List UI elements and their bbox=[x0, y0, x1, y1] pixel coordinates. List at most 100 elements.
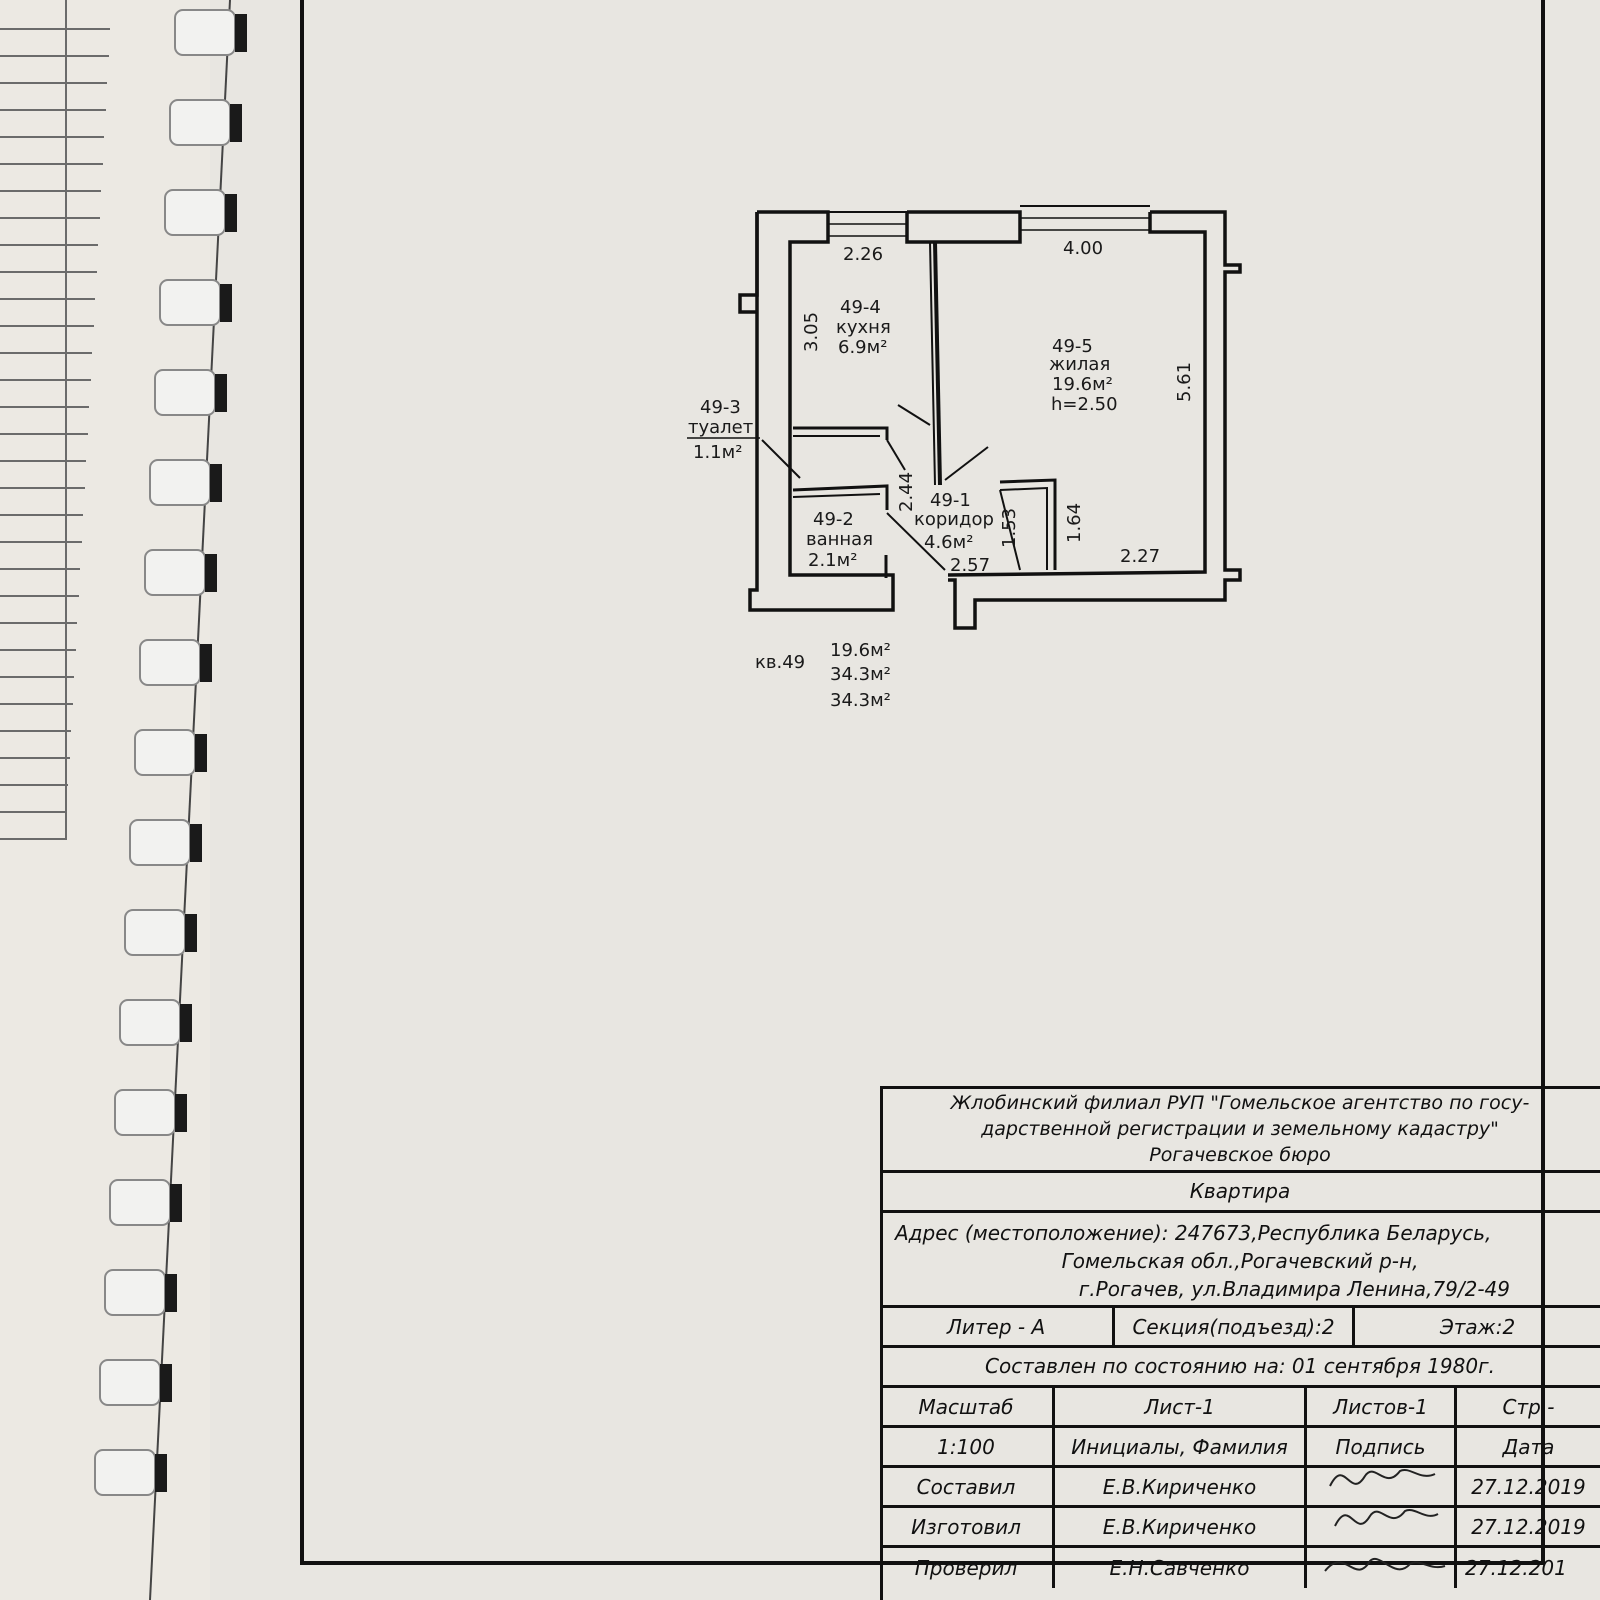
sign-date: 27.12.201 bbox=[1465, 1556, 1567, 1580]
ruled-line bbox=[0, 568, 80, 570]
binding-ring bbox=[159, 279, 232, 326]
liter-row: Литер - А Секция(подъезд):2 Этаж:2 bbox=[880, 1308, 1600, 1348]
sign-date: 27.12.2019 bbox=[1471, 1514, 1586, 1539]
ruled-line bbox=[0, 82, 107, 84]
subheader-cell: Инициалы, Фамилия bbox=[1055, 1428, 1307, 1465]
ruled-line bbox=[0, 460, 86, 462]
binding-ring bbox=[174, 9, 247, 56]
title-block: Жлобинский филиал РУП "Гомельское агентс… bbox=[880, 1086, 1600, 1600]
ruled-line bbox=[0, 244, 98, 246]
ruled-line bbox=[0, 433, 88, 435]
ruled-line bbox=[0, 487, 85, 489]
header-cell: Стр.- bbox=[1502, 1394, 1555, 1419]
person-name: Е.В.Кириченко bbox=[1055, 1508, 1307, 1545]
ruled-border bbox=[65, 0, 67, 840]
scale-value: 1:100 bbox=[880, 1428, 1055, 1465]
binding-ring bbox=[124, 909, 197, 956]
address-line: г.Рогачев, ул.Владимира Ленина,79/2-49 bbox=[1078, 1277, 1510, 1301]
header-row: Масштаб Лист-1 Листов-1 Стр.- bbox=[880, 1388, 1600, 1428]
ruled-line bbox=[0, 838, 65, 840]
role: Изготовил bbox=[880, 1508, 1055, 1545]
ruled-line bbox=[0, 109, 106, 111]
binding-ring bbox=[164, 189, 237, 236]
dim-label: 5.61 bbox=[1174, 362, 1195, 402]
room-id: 49-4 bbox=[840, 297, 881, 318]
org-line: дарственной регистрации и земельному кад… bbox=[981, 1118, 1499, 1140]
room-area: 19.6м² bbox=[1052, 374, 1113, 395]
total-area: 34.3м² bbox=[830, 690, 891, 711]
compiled-date: Составлен по состоянию на: 01 сентября 1… bbox=[880, 1348, 1600, 1388]
ruled-line bbox=[0, 757, 70, 759]
binding-ring bbox=[104, 1269, 177, 1316]
room-area: 2.1м² bbox=[808, 550, 857, 571]
apartment-label: кв.49 bbox=[755, 652, 805, 673]
room-area: 1.1м² bbox=[693, 442, 742, 463]
drawing-frame bbox=[300, 0, 1545, 1565]
dim-label: 4.00 bbox=[1063, 238, 1103, 259]
binding-ring bbox=[119, 999, 192, 1046]
room-id: 49-2 bbox=[813, 509, 854, 530]
binding-ring bbox=[94, 1449, 167, 1496]
object-type: Квартира bbox=[880, 1173, 1600, 1213]
role: Составил bbox=[880, 1468, 1055, 1505]
address-line: Адрес (местоположение): 247673,Республик… bbox=[895, 1221, 1492, 1245]
dim-label: 1.53 bbox=[999, 508, 1020, 548]
left-page bbox=[0, 0, 235, 1600]
org-line: Рогачевское бюро bbox=[1149, 1144, 1331, 1166]
plan-labels: 2.26 4.00 3.05 5.61 2.44 1.53 1.64 2.57 … bbox=[688, 238, 1195, 711]
room-name: ванная bbox=[806, 529, 873, 550]
ruled-line bbox=[0, 514, 83, 516]
dim-label: 2.44 bbox=[896, 472, 917, 512]
room-id: 49-5 bbox=[1052, 336, 1093, 357]
binding-ring bbox=[99, 1359, 172, 1406]
person-name: Е.В.Кириченко bbox=[1055, 1468, 1307, 1505]
binding-ring bbox=[139, 639, 212, 686]
ruled-line bbox=[0, 190, 101, 192]
liter: Литер - А bbox=[880, 1308, 1115, 1345]
subheader-cell: Дата bbox=[1502, 1434, 1555, 1459]
sign-date: 27.12.2019 bbox=[1471, 1474, 1586, 1499]
binding-ring bbox=[154, 369, 227, 416]
dim-label: 1.64 bbox=[1064, 503, 1085, 543]
floor-plan: 2.26 4.00 3.05 5.61 2.44 1.53 1.64 2.57 … bbox=[687, 205, 1242, 711]
total-area: 19.6м² bbox=[830, 640, 891, 661]
sign-row: Проверил Е.Н.Савченко 27.12.201 bbox=[880, 1548, 1600, 1600]
ruled-line bbox=[0, 541, 82, 543]
subheader-row: 1:100 Инициалы, Фамилия Подпись Дата bbox=[880, 1428, 1600, 1468]
room-area: 6.9м² bbox=[838, 337, 887, 358]
binding-ring bbox=[109, 1179, 182, 1226]
ruled-line bbox=[0, 28, 110, 30]
ruled-line bbox=[0, 136, 104, 138]
sign-row: Изготовил Е.В.Кириченко 27.12.2019 bbox=[880, 1508, 1600, 1548]
ruled-line bbox=[0, 595, 79, 597]
binding-ring bbox=[149, 459, 222, 506]
dim-label: 2.27 bbox=[1120, 546, 1160, 567]
ruled-line bbox=[0, 298, 95, 300]
ruled-line bbox=[0, 55, 109, 57]
signature bbox=[1307, 1508, 1457, 1545]
person-name: Е.Н.Савченко bbox=[1055, 1548, 1307, 1588]
floor: Этаж:2 bbox=[1439, 1314, 1516, 1339]
room-area: 4.6м² bbox=[924, 532, 973, 553]
binding-ring bbox=[134, 729, 207, 776]
room-height: h=2.50 bbox=[1051, 394, 1118, 415]
role: Проверил bbox=[880, 1548, 1055, 1588]
binding-ring bbox=[144, 549, 217, 596]
room-name: кухня bbox=[836, 317, 891, 338]
ruled-line bbox=[0, 217, 100, 219]
handwritten-signatures bbox=[1324, 1468, 1446, 1572]
ruled-line bbox=[0, 163, 103, 165]
ruled-lines bbox=[0, 0, 110, 840]
section: Секция(подъезд):2 bbox=[1115, 1308, 1355, 1345]
total-area: 34.3м² bbox=[830, 664, 891, 685]
ruled-line bbox=[0, 811, 67, 813]
signature bbox=[1307, 1548, 1457, 1588]
binding-ring bbox=[129, 819, 202, 866]
room-name: туалет bbox=[688, 417, 753, 438]
header-cell: Листов-1 bbox=[1307, 1388, 1457, 1425]
document-sheet bbox=[210, 0, 1600, 1600]
ruled-line bbox=[0, 406, 89, 408]
binding-ring bbox=[114, 1089, 187, 1136]
header-cell: Лист-1 bbox=[1055, 1388, 1307, 1425]
ruled-line bbox=[0, 352, 92, 354]
